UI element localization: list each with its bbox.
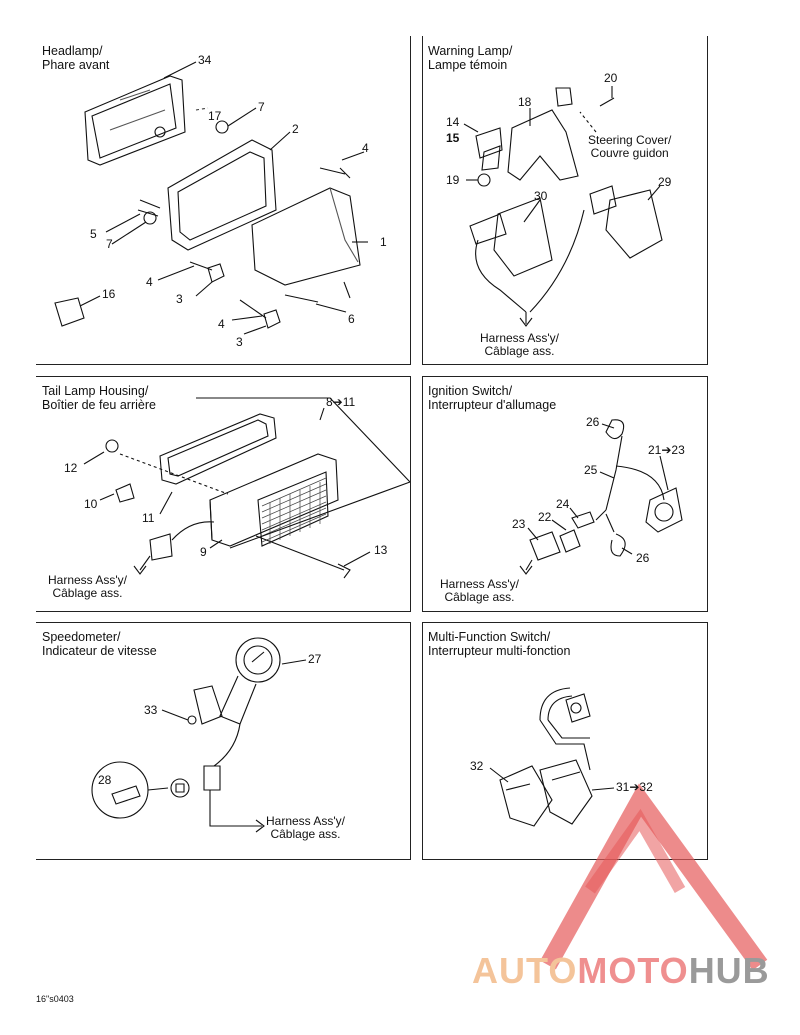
headlamp-title-en: Headlamp/	[42, 44, 103, 58]
callout-30: 30	[534, 189, 548, 203]
callout-31-32: 31➔32	[616, 780, 653, 794]
speedo-title-en: Speedometer/	[42, 630, 121, 644]
tail-harness-label: Harness Ass'y/ Câblage ass.	[48, 574, 127, 600]
callout-23: 23	[512, 517, 526, 531]
steering-cover-fr: Couvre guidon	[590, 146, 669, 160]
figure-code: 16"s0403	[36, 994, 74, 1004]
steering-cover-en: Steering Cover/	[588, 133, 672, 147]
headlamp-bezel	[167, 139, 277, 251]
headlamp-lens	[84, 75, 186, 166]
watermark-moto: MOTO	[577, 950, 689, 991]
watermark-logo: AUTOMOTOHUB	[472, 950, 770, 992]
ignition-harness-fr: Câblage ass.	[444, 590, 515, 604]
warning-title: Warning Lamp/ Lampe témoin	[428, 44, 512, 72]
speedo-title-fr: Indicateur de vitesse	[42, 644, 157, 658]
callout-12: 12	[64, 461, 78, 475]
callout-20: 20	[604, 71, 618, 85]
watermark-hub: HUB	[688, 950, 770, 991]
callout-27: 27	[308, 652, 322, 666]
callout-3a: 3	[176, 292, 183, 306]
warning-title-en: Warning Lamp/	[428, 44, 513, 58]
speedo-harness-fr: Câblage ass.	[270, 827, 341, 841]
tail-harness-fr: Câblage ass.	[52, 586, 123, 600]
callout-17: 17	[208, 109, 222, 123]
ignition-title-fr: Interrupteur d'allumage	[428, 398, 557, 412]
warning-title-fr: Lampe témoin	[428, 58, 508, 72]
warning-harness-label: Harness Ass'y/ Câblage ass.	[480, 332, 559, 358]
callout-9: 9	[200, 545, 207, 559]
callout-34: 34	[198, 53, 212, 67]
callout-2: 2	[292, 122, 299, 136]
callout-14: 14	[446, 115, 460, 129]
headlamp-title: Headlamp/ Phare avant	[42, 44, 109, 72]
ignition-harness-en: Harness Ass'y/	[440, 577, 519, 591]
callout-24: 24	[556, 497, 570, 511]
tail-title: Tail Lamp Housing/ Boîtier de feu arrièr…	[42, 384, 156, 412]
speedo-title: Speedometer/ Indicateur de vitesse	[42, 630, 157, 658]
callout-6: 6	[348, 312, 355, 326]
callout-13: 13	[374, 543, 388, 557]
callout-4a: 4	[362, 141, 369, 155]
steering-cover-label: Steering Cover/ Couvre guidon	[588, 134, 671, 160]
callout-7a: 7	[258, 100, 265, 114]
callout-3b: 3	[236, 335, 243, 349]
callout-7b: 7	[106, 237, 113, 251]
callout-1: 1	[380, 235, 387, 249]
warning-harness-en: Harness Ass'y/	[480, 331, 559, 345]
multi-title-en: Multi-Function Switch/	[428, 630, 551, 644]
watermark-auto: AUTO	[472, 950, 578, 991]
panel-headlamp	[36, 36, 411, 365]
callout-21-23: 21➔23	[648, 443, 685, 457]
callout-8-11: 8➔11	[326, 395, 356, 409]
panel-tail-lamp	[36, 376, 411, 612]
callout-32: 32	[470, 759, 484, 773]
callout-29: 29	[658, 175, 672, 189]
multi-title: Multi-Function Switch/ Interrupteur mult…	[428, 630, 570, 658]
callout-16: 16	[102, 287, 116, 301]
callout-28: 28	[98, 773, 112, 787]
callout-22: 22	[538, 510, 552, 524]
callout-4b: 4	[146, 275, 153, 289]
ignition-harness-label: Harness Ass'y/ Câblage ass.	[440, 578, 519, 604]
callout-26a: 26	[586, 415, 600, 429]
callout-25: 25	[584, 463, 598, 477]
callout-5: 5	[90, 227, 97, 241]
panel-warning-lamp	[422, 36, 708, 365]
speedometer-gauge	[235, 637, 281, 683]
ignition-title: Ignition Switch/ Interrupteur d'allumage	[428, 384, 556, 412]
callout-15: 15	[446, 131, 460, 145]
callout-11: 11	[142, 511, 155, 525]
tail-title-fr: Boîtier de feu arrière	[42, 398, 156, 412]
tail-harness-en: Harness Ass'y/	[48, 573, 127, 587]
panel-speedometer	[36, 622, 411, 860]
callout-26b: 26	[636, 551, 650, 565]
callout-33: 33	[144, 703, 158, 717]
ignition-title-en: Ignition Switch/	[428, 384, 513, 398]
tail-title-en: Tail Lamp Housing/	[42, 384, 149, 398]
speedo-harness-en: Harness Ass'y/	[266, 814, 345, 828]
callout-10: 10	[84, 497, 98, 511]
speedo-harness-label: Harness Ass'y/ Câblage ass.	[266, 815, 345, 841]
warning-harness-fr: Câblage ass.	[484, 344, 555, 358]
panel-ignition	[422, 376, 708, 612]
headlamp-title-fr: Phare avant	[42, 58, 110, 72]
callout-4c: 4	[218, 317, 225, 331]
panel-multi-function	[422, 622, 708, 860]
tail-lens-frame	[159, 413, 277, 485]
callout-18: 18	[518, 95, 532, 109]
callout-19: 19	[446, 173, 460, 187]
multi-title-fr: Interrupteur multi-fonction	[428, 644, 571, 658]
